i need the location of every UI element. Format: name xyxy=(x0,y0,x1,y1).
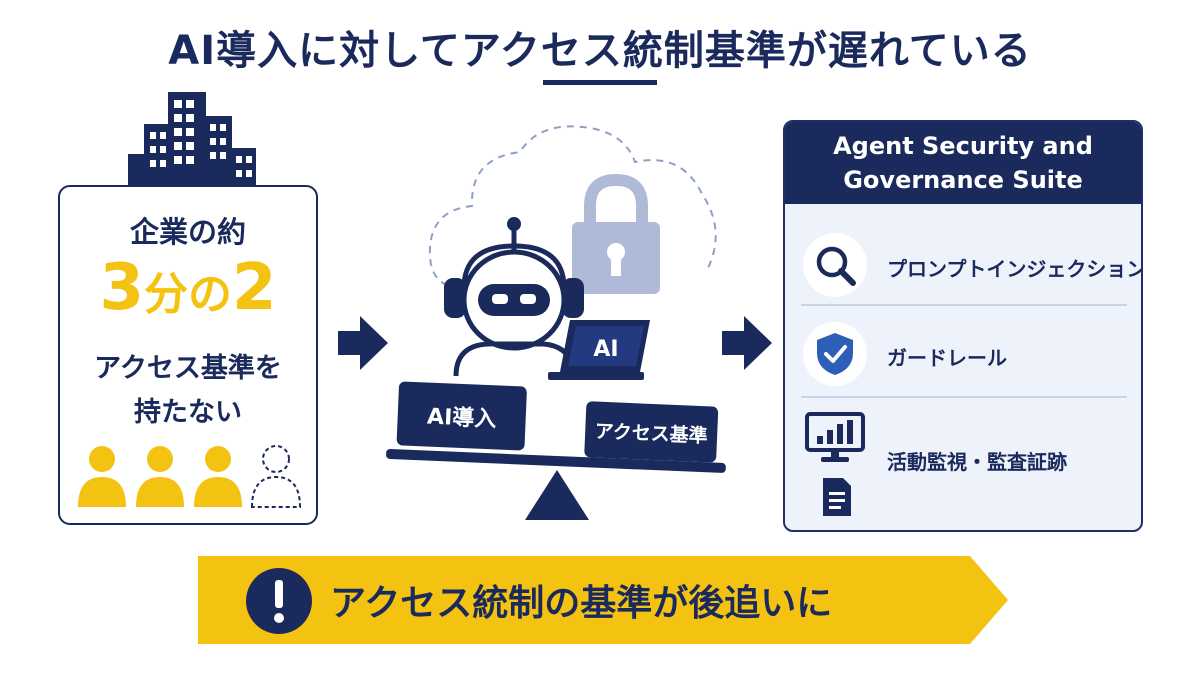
feature-icon-wrap xyxy=(803,322,867,386)
stat-card: 企業の約 3分の2 アクセス基準を 持たない xyxy=(58,185,318,525)
robot-icon xyxy=(444,217,584,377)
page-title: AI導入に対してアクセス統制基準が遅れている xyxy=(168,28,1032,74)
balance-scale: AI導入 アクセス基準 xyxy=(386,381,726,520)
stat-description: アクセス基準を 持たない xyxy=(60,347,316,435)
stat-number-a: 3 xyxy=(99,251,144,325)
arrow-right-icon xyxy=(722,316,772,370)
stat-lead: 企業の約 xyxy=(129,215,246,249)
feature-label: プロンプトインジェクション検知 xyxy=(887,257,1143,281)
stat-number-b: 2 xyxy=(232,251,277,325)
cloud-outline-icon xyxy=(428,125,717,289)
alert-message: アクセス統制の基準が後追いに xyxy=(330,583,833,624)
people-icons xyxy=(78,445,302,508)
access-standard-block xyxy=(584,401,719,463)
person-icon xyxy=(136,446,184,507)
feature-item: ガードレール xyxy=(785,310,1141,400)
building-icon xyxy=(128,92,256,186)
arrow-right-icon xyxy=(338,316,388,370)
person-icon xyxy=(194,446,242,507)
shield-check-icon xyxy=(817,333,853,375)
laptop-label: AI xyxy=(593,337,618,362)
lock-icon xyxy=(572,173,660,294)
magnifier-icon xyxy=(816,246,856,286)
feature-divider xyxy=(801,304,1127,306)
title-underline xyxy=(543,80,657,85)
person-outline-icon xyxy=(250,445,302,508)
suite-panel-title: Agent Security and Governance Suite xyxy=(833,132,1093,194)
ai-adoption-block xyxy=(396,381,527,451)
person-icon xyxy=(78,446,126,507)
scale-fulcrum xyxy=(525,470,589,520)
stat-desc-line2: 持たない xyxy=(134,397,242,428)
document-icon xyxy=(823,478,851,516)
stat-fraction-word: 分の xyxy=(144,269,232,320)
stat-desc-line1: アクセス基準を xyxy=(94,353,282,384)
ai-adoption-label: AI導入 xyxy=(427,404,497,433)
feature-label: ガードレール xyxy=(887,346,1007,370)
exclamation-icon xyxy=(246,568,312,634)
suite-panel-header: Agent Security and Governance Suite xyxy=(785,122,1141,204)
access-standard-label: アクセス基準 xyxy=(594,420,708,448)
alert-banner xyxy=(198,556,1008,644)
feature-item: プロンプトインジェクション検知 xyxy=(785,220,1141,310)
laptop-icon: AI xyxy=(548,320,650,380)
feature-divider xyxy=(801,396,1127,398)
scale-beam xyxy=(386,449,726,473)
feature-icon-wrap xyxy=(803,233,867,297)
suite-panel: Agent Security and Governance Suite プロンプ… xyxy=(783,120,1143,532)
monitor-chart-icon xyxy=(805,412,865,462)
feature-label: 活動監視・監査証跡 xyxy=(887,450,1067,474)
feature-item: 活動監視・監査証跡 xyxy=(785,406,1141,530)
stat-number: 3分の2 xyxy=(60,251,316,325)
